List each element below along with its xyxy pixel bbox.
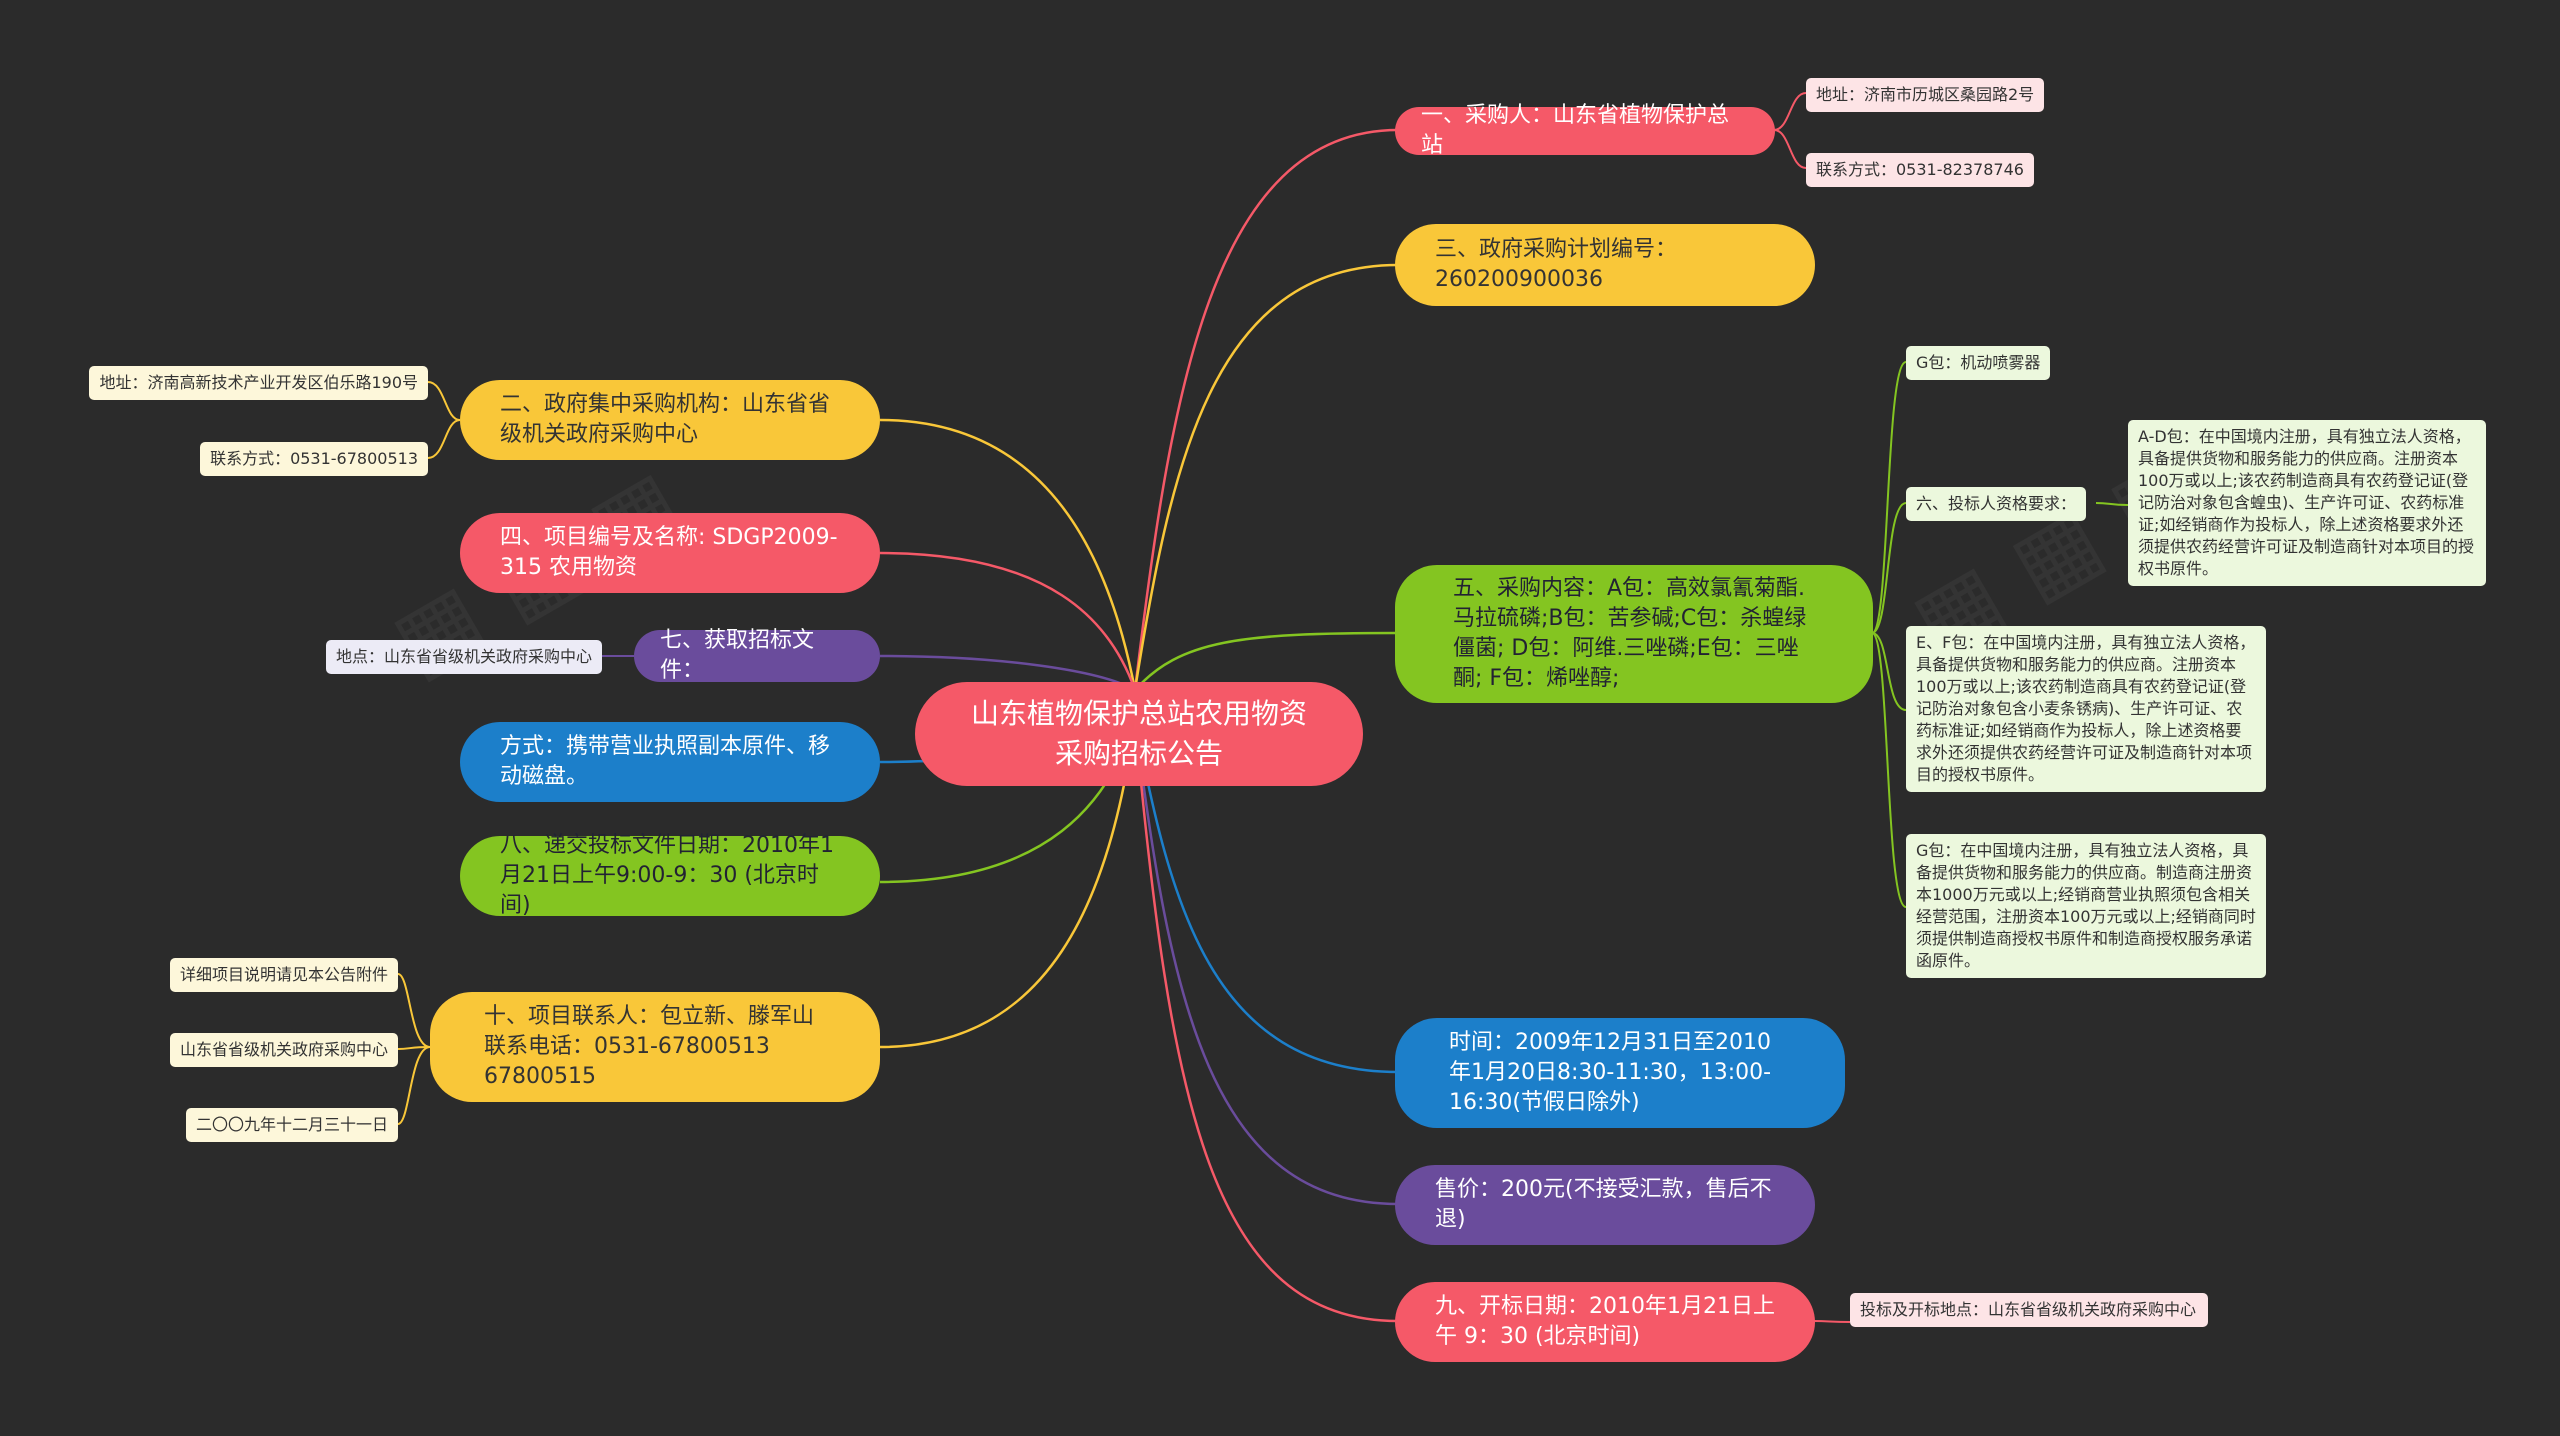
branch-submission-date-label: 八、递交投标文件日期：2010年1月21日上午9:00-9：30 (北京时间) [500,833,834,918]
link-root-b2 [879,418,1137,691]
branch-get-documents-label: 七、获取招标文件： [660,628,815,683]
agency-contact-tag: 联系方式：0531-67800513 [200,442,428,476]
branch-project-number[interactable]: 四、项目编号及名称: SDGP2009-315 农用物资 [460,513,880,593]
link-b5-g [1871,361,1907,634]
link-b5-greq [1871,632,1907,908]
branch-purchase-content[interactable]: 五、采购内容：A包：高效氯氰菊酯.马拉硫磷;B包：苦参碱;C包：杀蝗绿僵菌; D… [1395,565,1873,703]
branch-contact-person[interactable]: 十、项目联系人：包立新、滕军山 联系电话：0531-67800513 67800… [430,992,880,1102]
link-b9-tag [1813,1320,1851,1323]
branch-procurement-agency[interactable]: 二、政府集中采购机构：山东省省级机关政府采购中心 [460,380,880,460]
link-root-b9 [1133,719,1399,1323]
link-root-b3 [1133,263,1399,691]
link-root-b1 [1133,128,1399,691]
issue-date-tag: 二〇〇九年十二月三十一日 [185,1108,398,1142]
attachment-note-tag: 详细项目说明请见本公告附件 [169,958,398,992]
bidder-requirements-tag: 六、投标人资格要求： [1906,487,2087,521]
branch-project-number-label: 四、项目编号及名称: SDGP2009-315 农用物资 [500,525,838,580]
link-root-b4 [879,551,1137,691]
link-b5-ef [1871,632,1907,711]
branch-opening-date-label: 九、开标日期：2010年1月21日上午 9：30 (北京时间) [1435,1294,1775,1349]
opening-location-tag: 投标及开标地点：山东省省级机关政府采购中心 [1850,1293,2208,1327]
link-b2-tag1 [427,381,461,421]
branch-purchase-content-label: 五、采购内容：A包：高效氯氰菊酯.马拉硫磷;B包：苦参碱;C包：杀蝗绿僵菌; D… [1453,576,1807,691]
branch-sale-time[interactable]: 时间：2009年12月31日至2010年1月20日8:30-11:30，13:0… [1395,1018,1845,1128]
branch-price-label: 售价：200元(不接受汇款，售后不退) [1435,1177,1772,1232]
link-root-time [1133,719,1399,1074]
link-b1-tag1 [1773,92,1807,131]
branch-submission-date[interactable]: 八、递交投标文件日期：2010年1月21日上午9:00-9：30 (北京时间) [460,833,880,918]
purchaser-address-tag: 地址：济南市历城区桑园路2号 [1806,78,2045,112]
root-title: 山东植物保护总站农用物资采购招标公告 [970,697,1307,770]
issuer-tag: 山东省省级机关政府采购中心 [169,1033,398,1067]
branch-sale-time-label: 时间：2009年12月31日至2010年1月20日8:30-11:30，13:0… [1449,1030,1772,1115]
branch-method[interactable]: 方式：携带营业执照副本原件、移动磁盘。 [460,722,880,802]
branch-procurement-agency-label: 二、政府集中采购机构：山东省省级机关政府采购中心 [500,392,831,447]
link-b2-tag2 [427,419,461,459]
agency-address-tag: 地址：济南高新技术产业开发区伯乐路190号 [89,366,428,400]
req-ad-tag: A-D包：在中国境内注册，具有独立法人资格，具备提供货物和服务能力的供应商。注册… [2128,420,2486,586]
root-node[interactable]: 山东植物保护总站农用物资采购招标公告 [915,682,1363,786]
documents-location-tag: 地点：山东省省级机关政府采购中心 [325,640,602,674]
branch-price[interactable]: 售价：200元(不接受汇款，售后不退) [1395,1165,1815,1245]
link-b10-tag3 [397,1046,431,1125]
purchaser-contact-tag: 联系方式：0531-82378746 [1806,153,2034,187]
branch-get-documents[interactable]: 七、获取招标文件： [634,628,880,683]
link-b10-tag1 [397,973,431,1048]
g-sprayer-tag: G包：机动喷雾器 [1906,346,2051,380]
branch-plan-number-label: 三、政府采购计划编号：260200900036 [1435,237,1678,292]
branch-purchaser[interactable]: 一、采购人：山东省植物保护总站 [1395,103,1775,158]
link-root-b10 [879,719,1137,1049]
link-root-price [1133,719,1399,1206]
link-b5-req [1871,502,1907,634]
link-b1-tag2 [1773,129,1807,169]
link-req-ad [2095,502,2129,506]
branch-opening-date[interactable]: 九、开标日期：2010年1月21日上午 9：30 (北京时间) [1395,1282,1815,1362]
branch-plan-number[interactable]: 三、政府采购计划编号：260200900036 [1395,224,1815,306]
link-b10-tag2 [397,1046,431,1050]
link-root-b5 [1134,631,1399,691]
req-ef-tag: E、F包：在中国境内注册，具有独立法人资格，具备提供货物和服务能力的供应商。注册… [1906,626,2266,792]
branch-method-label: 方式：携带营业执照副本原件、移动磁盘。 [500,734,831,789]
branch-contact-person-label: 十、项目联系人：包立新、滕军山 联系电话：0531-67800513 67800… [484,1004,815,1089]
req-g-tag: G包：在中国境内注册，具有独立法人资格，具备提供货物和服务能力的供应商。制造商注… [1906,834,2266,978]
branch-purchaser-label: 一、采购人：山东省植物保护总站 [1421,103,1730,158]
